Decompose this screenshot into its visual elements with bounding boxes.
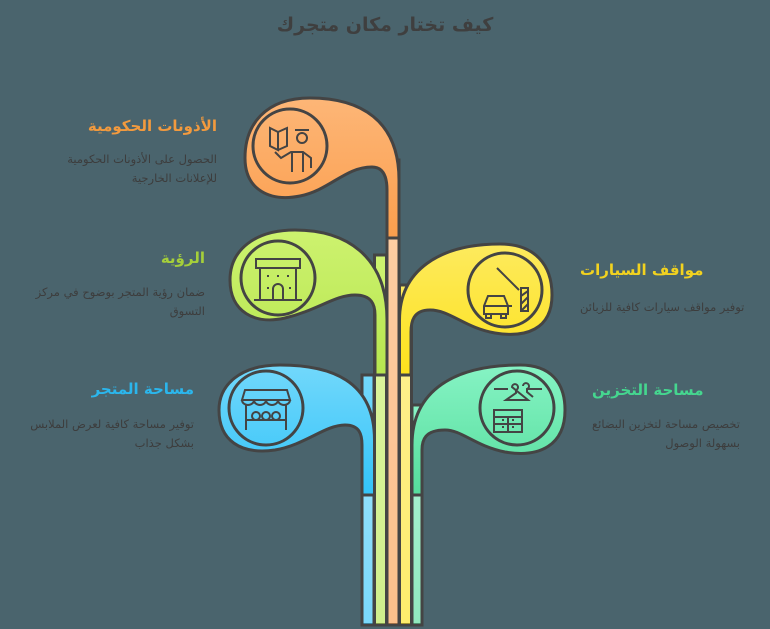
leaf-orange [243,96,401,240]
page-title: كيف تختار مكان متجرك [276,14,494,36]
desc-visibility: ضمان رؤية المتجر بوضوح في مركز التسوق [35,285,205,318]
label-visibility: الرؤية [160,249,205,267]
label-government-permits: الأذونات الحكومية [87,117,217,135]
desc-parking: توفير مواقف سيارات كافية للزبائن [580,300,745,314]
leaf-blue [217,363,376,497]
desc-store-space: توفير مساحة كافية لعرض الملابس بشكل جذاب [30,417,194,450]
desc-storage-space: تخصيص مساحة لتخزين البضائع بسهولة الوصول [592,417,740,450]
stem-highlights [363,237,421,623]
stem-teal [410,403,424,627]
desc-government-permits: الحصول على الأذونات الحكومية للإعلانات ا… [67,152,217,185]
label-storage-space: مساحة التخزين [592,381,704,399]
storefront-building-icon [254,258,302,301]
leaf-yellow [398,242,554,377]
leaf-green [228,228,389,377]
hanger-drawer-storage-icon [493,382,542,433]
label-parking: مواقف السيارات [580,261,704,279]
permit-officer-icon [269,126,312,172]
market-stall-icon [240,389,292,430]
car-parking-barrier-icon [483,267,529,319]
label-store-space: مساحة المتجر [91,380,194,398]
leaf-teal [410,363,567,497]
